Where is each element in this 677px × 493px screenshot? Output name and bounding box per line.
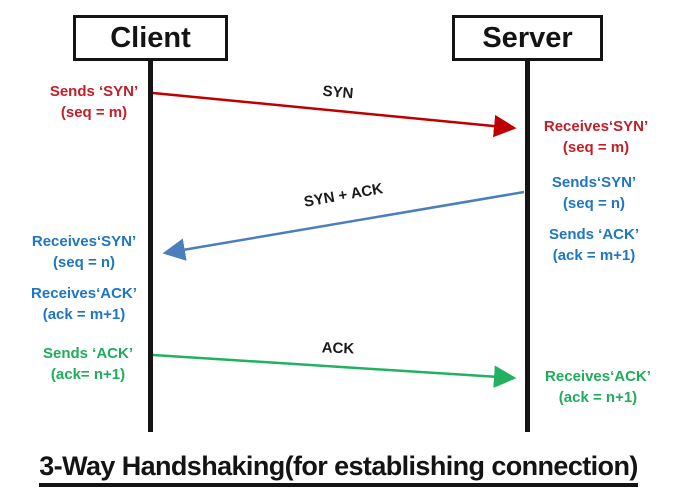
server-receives-ack-annotation: Receives‘ACK’ (ack = n+1) <box>538 366 658 408</box>
diagram-title-text: 3-Way Handshaking(for establishing conne… <box>39 451 638 487</box>
annotation-line: (ack = n+1) <box>558 389 638 406</box>
annotation-line: Receives‘SYN’ <box>543 118 649 135</box>
annotation-line: Sends ‘ACK’ <box>548 226 639 243</box>
annotation-line: Receives‘ACK’ <box>31 285 137 302</box>
annotation-line: (seq = m) <box>60 104 128 121</box>
annotation-line: (ack= n+1) <box>50 366 126 383</box>
syn-ack-arrow <box>162 190 525 261</box>
annotation-line: Sends ‘ACK’ <box>42 345 133 362</box>
server-sends-syn-annotation: Sends‘SYN’ (seq = n) <box>540 172 648 214</box>
server-sends-ack-annotation: Sends ‘ACK’ (ack = m+1) <box>538 224 650 266</box>
syn-arrow <box>152 91 517 138</box>
annotation-line: Sends‘SYN’ <box>551 174 637 191</box>
client-actor-label: Client <box>110 21 191 54</box>
ack-message-label: ACK <box>321 339 355 358</box>
server-lifeline <box>525 59 530 432</box>
diagram-title: 3-Way Handshaking(for establishing conne… <box>0 451 677 487</box>
ack-arrow <box>152 353 517 388</box>
client-sends-ack-annotation: Sends ‘ACK’ (ack= n+1) <box>32 343 144 385</box>
client-receives-ack-annotation: Receives‘ACK’ (ack = m+1) <box>28 283 140 325</box>
server-receives-syn-annotation: Receives‘SYN’ (seq = m) <box>540 116 652 158</box>
client-sends-syn-annotation: Sends ‘SYN’ (seq = m) <box>38 81 150 123</box>
annotation-line: (seq = m) <box>562 139 630 156</box>
annotation-line: (seq = n) <box>52 254 116 271</box>
client-receives-syn-annotation: Receives‘SYN’ (seq = n) <box>28 231 140 273</box>
annotation-line: Sends ‘SYN’ <box>49 83 139 100</box>
client-actor-box: Client <box>73 15 228 61</box>
annotation-line: (ack = m+1) <box>42 306 126 323</box>
annotation-line: (ack = m+1) <box>552 247 636 264</box>
annotation-line: Receives‘SYN’ <box>31 233 137 250</box>
annotation-line: (seq = n) <box>562 195 626 212</box>
server-actor-label: Server <box>482 21 573 54</box>
client-lifeline <box>148 59 153 432</box>
annotation-line: Receives‘ACK’ <box>545 368 651 385</box>
